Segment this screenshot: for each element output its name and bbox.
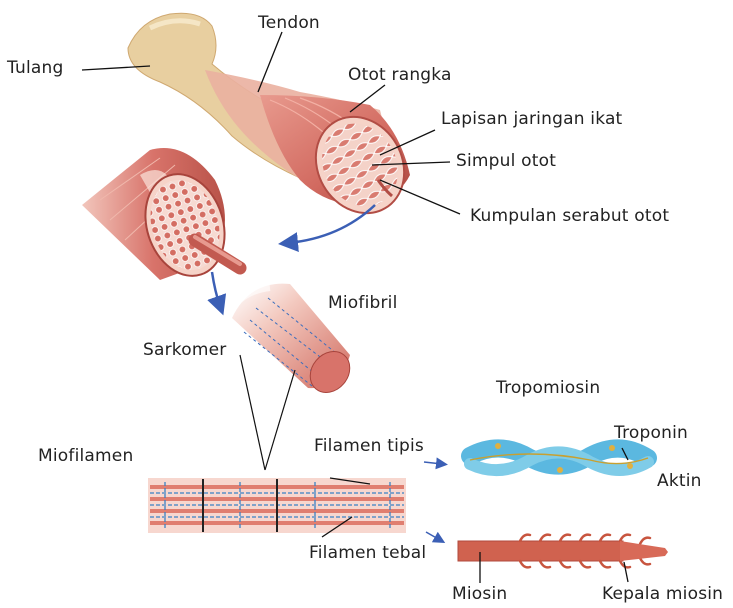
fascicle-shape [82,148,240,286]
thin-filament-shape [470,443,648,473]
label-troponin: Troponin [614,425,688,442]
label-otot-rangka: Otot rangka [348,67,452,84]
label-lapisan-jaringan-ikat: Lapisan jaringan ikat [441,111,622,128]
sarcomere-pointer-lines [240,355,295,470]
label-simpul-otot: Simpul otot [456,153,556,170]
label-tendon: Tendon [258,15,320,32]
label-kepala-miosin: Kepala miosin [602,586,723,603]
label-tulang: Tulang [7,60,63,77]
label-tropomiosin: Tropomiosin [496,380,600,397]
label-miofibril: Miofibril [328,295,398,312]
label-filamen-tebal: Filamen tebal [309,545,426,562]
label-aktin: Aktin [657,473,702,490]
label-miofilamen: Miofilamen [38,448,133,465]
thick-filament-shape [458,535,668,568]
label-sarkomer: Sarkomer [143,342,226,359]
label-miosin: Miosin [452,586,507,603]
myofilament-block [148,478,406,533]
label-kumpulan-serabut-otot: Kumpulan serabut otot [470,208,669,225]
skeletal-muscle-shape [205,70,421,229]
label-filamen-tipis: Filamen tipis [314,438,424,455]
